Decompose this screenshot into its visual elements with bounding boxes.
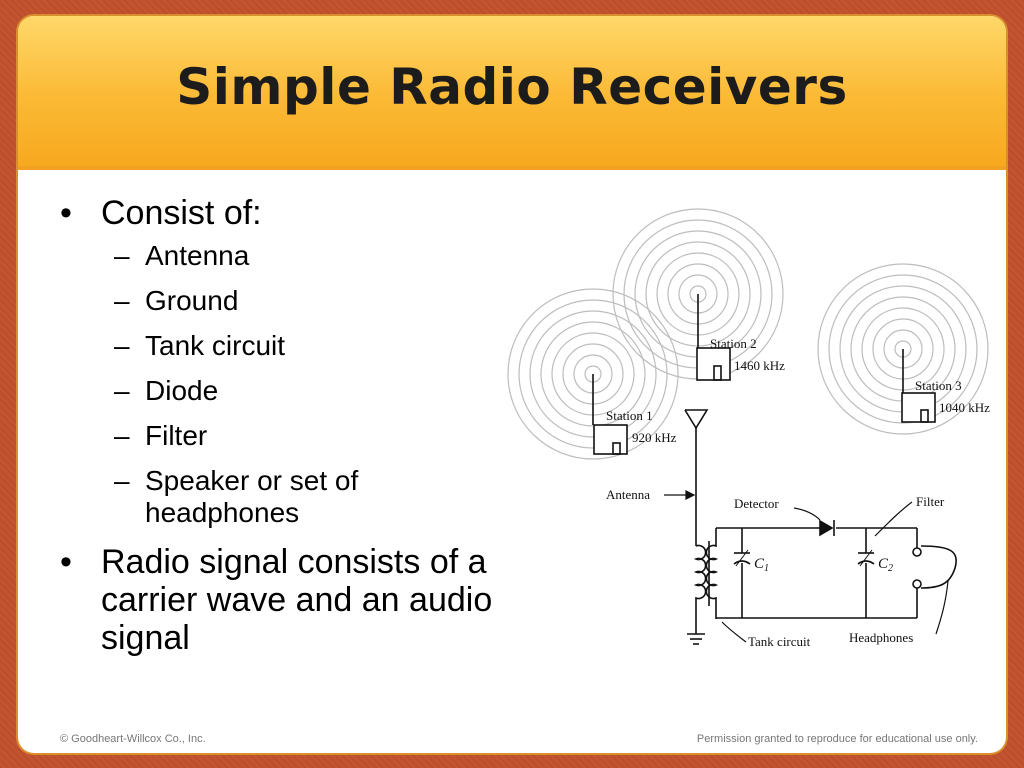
- radio-receiver-diagram: Station 2 1460 kHz Station 1 920 kHz Sta…: [507, 208, 990, 649]
- sub-bullet-item: –Ground: [114, 285, 239, 316]
- sub-bullet-text: Tank circuit: [145, 330, 286, 361]
- detector-arrow: [793, 507, 821, 521]
- headphones-label: Headphones: [849, 630, 913, 645]
- station-2-freq: 1460 kHz: [734, 358, 785, 373]
- filter-arrow: [874, 501, 913, 537]
- sub-bullet-item: –Tank circuit: [114, 330, 286, 361]
- bullet-dot: •: [60, 543, 72, 581]
- station-1-name: Station 1: [606, 408, 653, 423]
- sub-bullet-text: Filter: [145, 420, 208, 451]
- station-3-name: Station 3: [915, 378, 962, 393]
- slide-title: Simple Radio Receivers: [176, 58, 848, 116]
- secondary-coil: [705, 528, 719, 619]
- antenna-coil: [693, 544, 707, 634]
- bullet-item: • Consist of:: [58, 194, 528, 232]
- station-1-freq: 920 kHz: [632, 430, 677, 445]
- capacitor-c1: [733, 549, 751, 567]
- bullet-item: • Radio signal consists of a carrier wav…: [58, 543, 501, 657]
- antenna-label: Antenna: [606, 487, 650, 502]
- sub-bullet-item: –Filter: [114, 420, 208, 451]
- detector-diode: [819, 519, 835, 537]
- sub-bullet-item: –Speaker or set of headphones: [114, 465, 359, 528]
- station-2-transmitter: [696, 294, 731, 381]
- tank-circuit-arrow: [721, 621, 747, 643]
- headphone-terminals: [912, 547, 922, 589]
- bullet-dot: •: [60, 194, 72, 232]
- sub-bullet-list: –Antenna –Ground –Tank circuit –Diode –F…: [58, 240, 528, 529]
- c2-label: C2: [878, 556, 893, 574]
- bullet-list: • Consist of: –Antenna –Ground –Tank cir…: [58, 194, 528, 665]
- footer-permission: Permission granted to reproduce for educ…: [696, 733, 978, 745]
- antenna-arrow: [664, 490, 696, 500]
- bullet-text: Radio signal consists of a carrier wave …: [101, 543, 493, 657]
- sub-bullet-item: –Diode: [114, 375, 219, 406]
- footer-copyright: © Goodheart-Willcox Co., Inc.: [60, 733, 206, 745]
- station-2-name: Station 2: [710, 336, 757, 351]
- ground-symbol: [687, 633, 705, 645]
- antenna-symbol: [684, 409, 709, 546]
- station-1-waves: [507, 288, 679, 460]
- sub-bullet-text: Speaker or set of headphones: [145, 465, 359, 528]
- sub-bullet-item: –Antenna: [114, 240, 250, 271]
- slide: Simple Radio Receivers • Consist of: –An…: [18, 16, 1006, 753]
- capacitor-c2: [857, 549, 875, 567]
- headphones-arrow: [935, 580, 949, 635]
- sub-bullet-text: Ground: [145, 285, 239, 316]
- station-1-transmitter: [592, 374, 628, 455]
- sub-bullet-text: Antenna: [145, 240, 250, 271]
- bullet-text: Consist of:: [101, 194, 262, 232]
- filter-label: Filter: [916, 494, 945, 509]
- c1-label: C1: [754, 556, 769, 574]
- tank-circuit-label: Tank circuit: [748, 634, 811, 649]
- station-3-transmitter: [901, 349, 936, 423]
- title-bar: Simple Radio Receivers: [18, 16, 1006, 170]
- circuit-wires: [716, 527, 957, 619]
- station-3-freq: 1040 kHz: [939, 400, 990, 415]
- detector-label: Detector: [734, 496, 779, 511]
- sub-bullet-text: Diode: [145, 375, 219, 406]
